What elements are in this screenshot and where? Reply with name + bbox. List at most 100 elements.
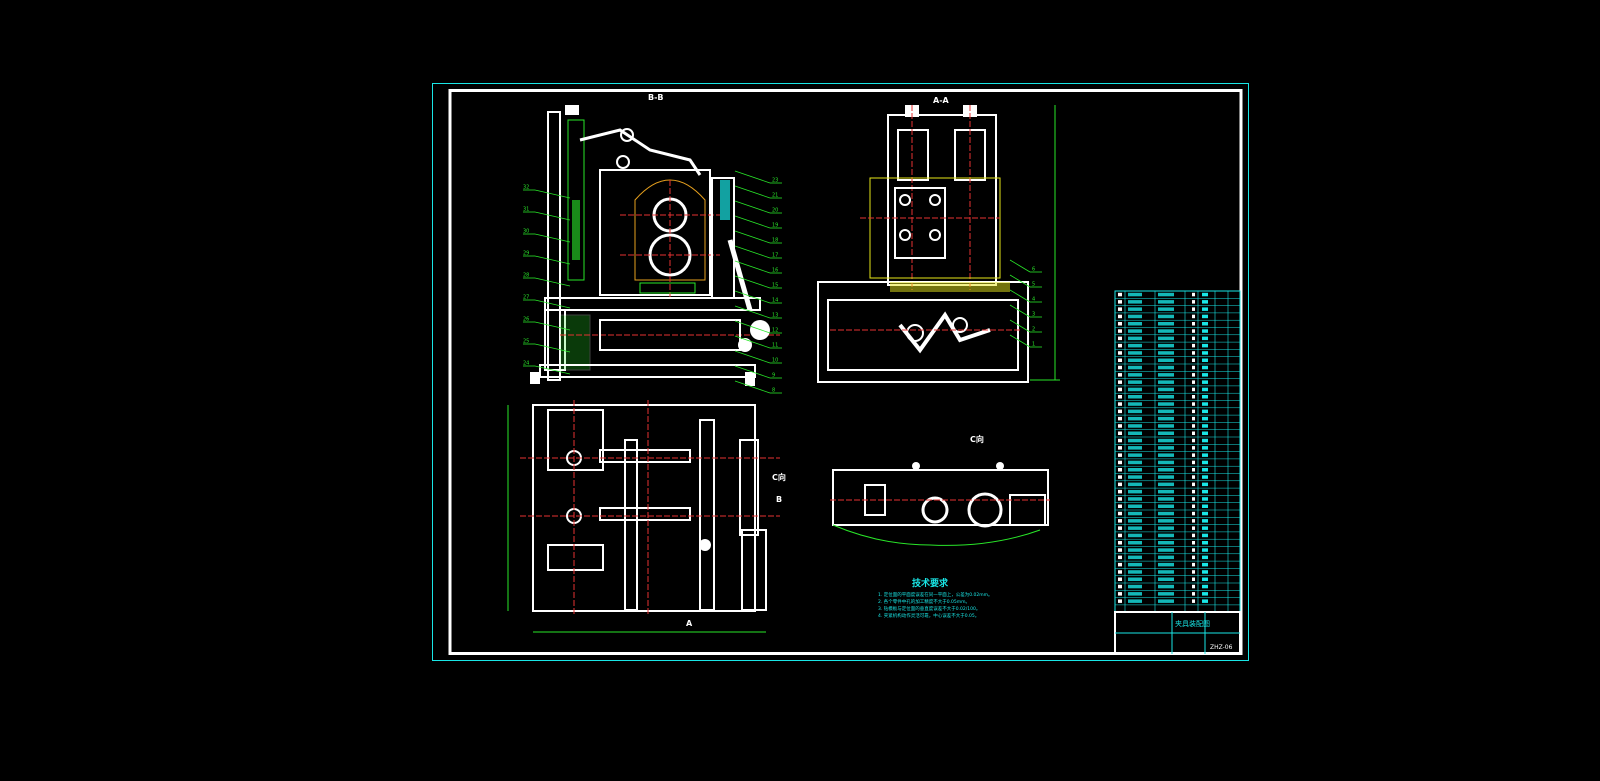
leader-line (534, 255, 571, 265)
parts-list-cell-mark (1118, 511, 1122, 516)
parts-list-cell-mark (1158, 548, 1174, 552)
leader-line (734, 305, 771, 319)
leader-line (734, 380, 771, 394)
part-balloon: 4 (1032, 297, 1035, 303)
parts-list-cell-mark (1118, 292, 1122, 297)
parts-list-cell-mark (1158, 482, 1174, 487)
parts-list-cell-mark (1202, 409, 1208, 414)
parts-list-cell-mark (1192, 526, 1195, 530)
part-balloon: 23 (772, 178, 778, 184)
parts-list-cell-mark (1192, 409, 1195, 414)
parts-list-cell-mark (1192, 446, 1195, 450)
parts-list-cell-mark (1128, 584, 1142, 589)
part-balloon: 12 (772, 328, 778, 334)
parts-list-cell-mark (1192, 300, 1195, 304)
part-balloon: 6 (1032, 267, 1035, 273)
parts-list-cell-mark (1192, 387, 1195, 392)
parts-list-cell-mark (1202, 592, 1208, 596)
parts-list-cell-mark (1202, 300, 1208, 304)
parts-list-cell-mark (1118, 343, 1122, 348)
parts-list-cell-mark (1158, 475, 1174, 479)
parts-list-cell-mark (1118, 416, 1122, 421)
parts-list-cell-mark (1192, 307, 1195, 311)
parts-list-cell-mark (1202, 438, 1208, 443)
part-balloon: 29 (523, 251, 529, 257)
parts-list-cell-mark (1192, 292, 1195, 297)
parts-list-cell-mark (1192, 599, 1195, 603)
parts-list-cell-mark (1128, 519, 1142, 523)
parts-list-cell-mark (1128, 446, 1142, 450)
parts-list-cell-mark (1192, 380, 1195, 384)
parts-list-cell-mark (1128, 511, 1142, 516)
parts-list-cell-mark (1158, 402, 1174, 406)
leader-line (734, 215, 771, 229)
part-balloon: 26 (523, 317, 529, 323)
parts-list-cell-mark (1192, 358, 1195, 362)
parts-list-cell-mark (1192, 416, 1195, 421)
parts-list-cell-mark (1118, 336, 1122, 341)
parts-list-cell-mark (1128, 314, 1142, 319)
parts-list-cell-mark (1128, 497, 1142, 501)
leader-line (734, 245, 771, 259)
parts-list-cell-mark (1128, 373, 1142, 377)
part-balloon: 17 (772, 253, 778, 259)
parts-list-cell-mark (1128, 402, 1142, 406)
parts-list-cell-mark (1128, 526, 1142, 530)
parts-list-cell-mark (1158, 365, 1174, 370)
parts-list-cell-mark (1118, 307, 1122, 311)
tech-req-item: 1. 定位面的平面度误差在同一平面上，公差为0.02mm。 (878, 591, 993, 598)
parts-list-cell-mark (1202, 468, 1208, 472)
parts-list-cell-mark (1202, 380, 1208, 384)
leader-line (534, 343, 571, 353)
leader-line (534, 299, 571, 309)
leader-line (734, 200, 771, 214)
parts-list-cell-mark (1158, 562, 1174, 567)
parts-list-cell-mark (1202, 343, 1208, 348)
parts-list-cell-mark (1202, 446, 1208, 450)
part-balloon: 31 (523, 207, 529, 213)
parts-list-cell-mark (1158, 395, 1174, 399)
parts-list-cell-mark (1118, 431, 1122, 435)
parts-list-cell-mark (1128, 555, 1142, 560)
parts-list-cell-mark (1192, 402, 1195, 406)
parts-list-cell-mark (1158, 387, 1174, 392)
parts-list-cell-mark (1158, 526, 1174, 530)
tech-req-item: 4. 夹紧机构动作灵活可靠，中心误差不大于0.05。 (878, 612, 979, 619)
parts-list-cell-mark (1158, 468, 1174, 472)
parts-list-cell-mark (1158, 431, 1174, 435)
parts-list-cell-mark (1118, 387, 1122, 392)
parts-list-cell-mark (1158, 453, 1174, 457)
parts-list-cell-mark (1202, 387, 1208, 392)
parts-list-cell-mark (1128, 336, 1142, 341)
parts-list-cell-mark (1202, 541, 1208, 545)
leader-line (734, 290, 771, 304)
parts-list-cell-mark (1192, 438, 1195, 443)
parts-list-cell-mark (1128, 343, 1142, 348)
part-balloon: 3 (1032, 312, 1035, 318)
part-balloon: 24 (523, 361, 529, 367)
parts-list-cell-mark (1192, 329, 1195, 333)
parts-list-cell-mark (1128, 592, 1142, 596)
parts-list-cell-mark (1128, 387, 1142, 392)
parts-list-cell-mark (1202, 314, 1208, 319)
parts-list-cell-mark (1202, 504, 1208, 508)
parts-list-cell-mark (1192, 511, 1195, 516)
parts-list-cell-mark (1158, 599, 1174, 603)
parts-list-cell-mark (1202, 351, 1208, 355)
parts-list-cell-mark (1128, 453, 1142, 457)
parts-list-cell-mark (1128, 541, 1142, 545)
parts-list-cell-mark (1128, 395, 1142, 399)
parts-list-cell-mark (1128, 351, 1142, 355)
parts-list-cell-mark (1158, 424, 1174, 428)
parts-list-cell-mark (1118, 541, 1122, 545)
leader-line (534, 321, 571, 331)
parts-list-cell-mark (1118, 402, 1122, 406)
parts-list-cell-mark (1128, 307, 1142, 311)
leader-line (1009, 289, 1031, 303)
parts-list-cell-mark (1128, 460, 1142, 465)
parts-list-cell-mark (1202, 373, 1208, 377)
part-balloon: 1 (1032, 342, 1035, 348)
part-balloon: 8 (772, 388, 775, 394)
parts-list-cell-mark (1158, 314, 1174, 319)
